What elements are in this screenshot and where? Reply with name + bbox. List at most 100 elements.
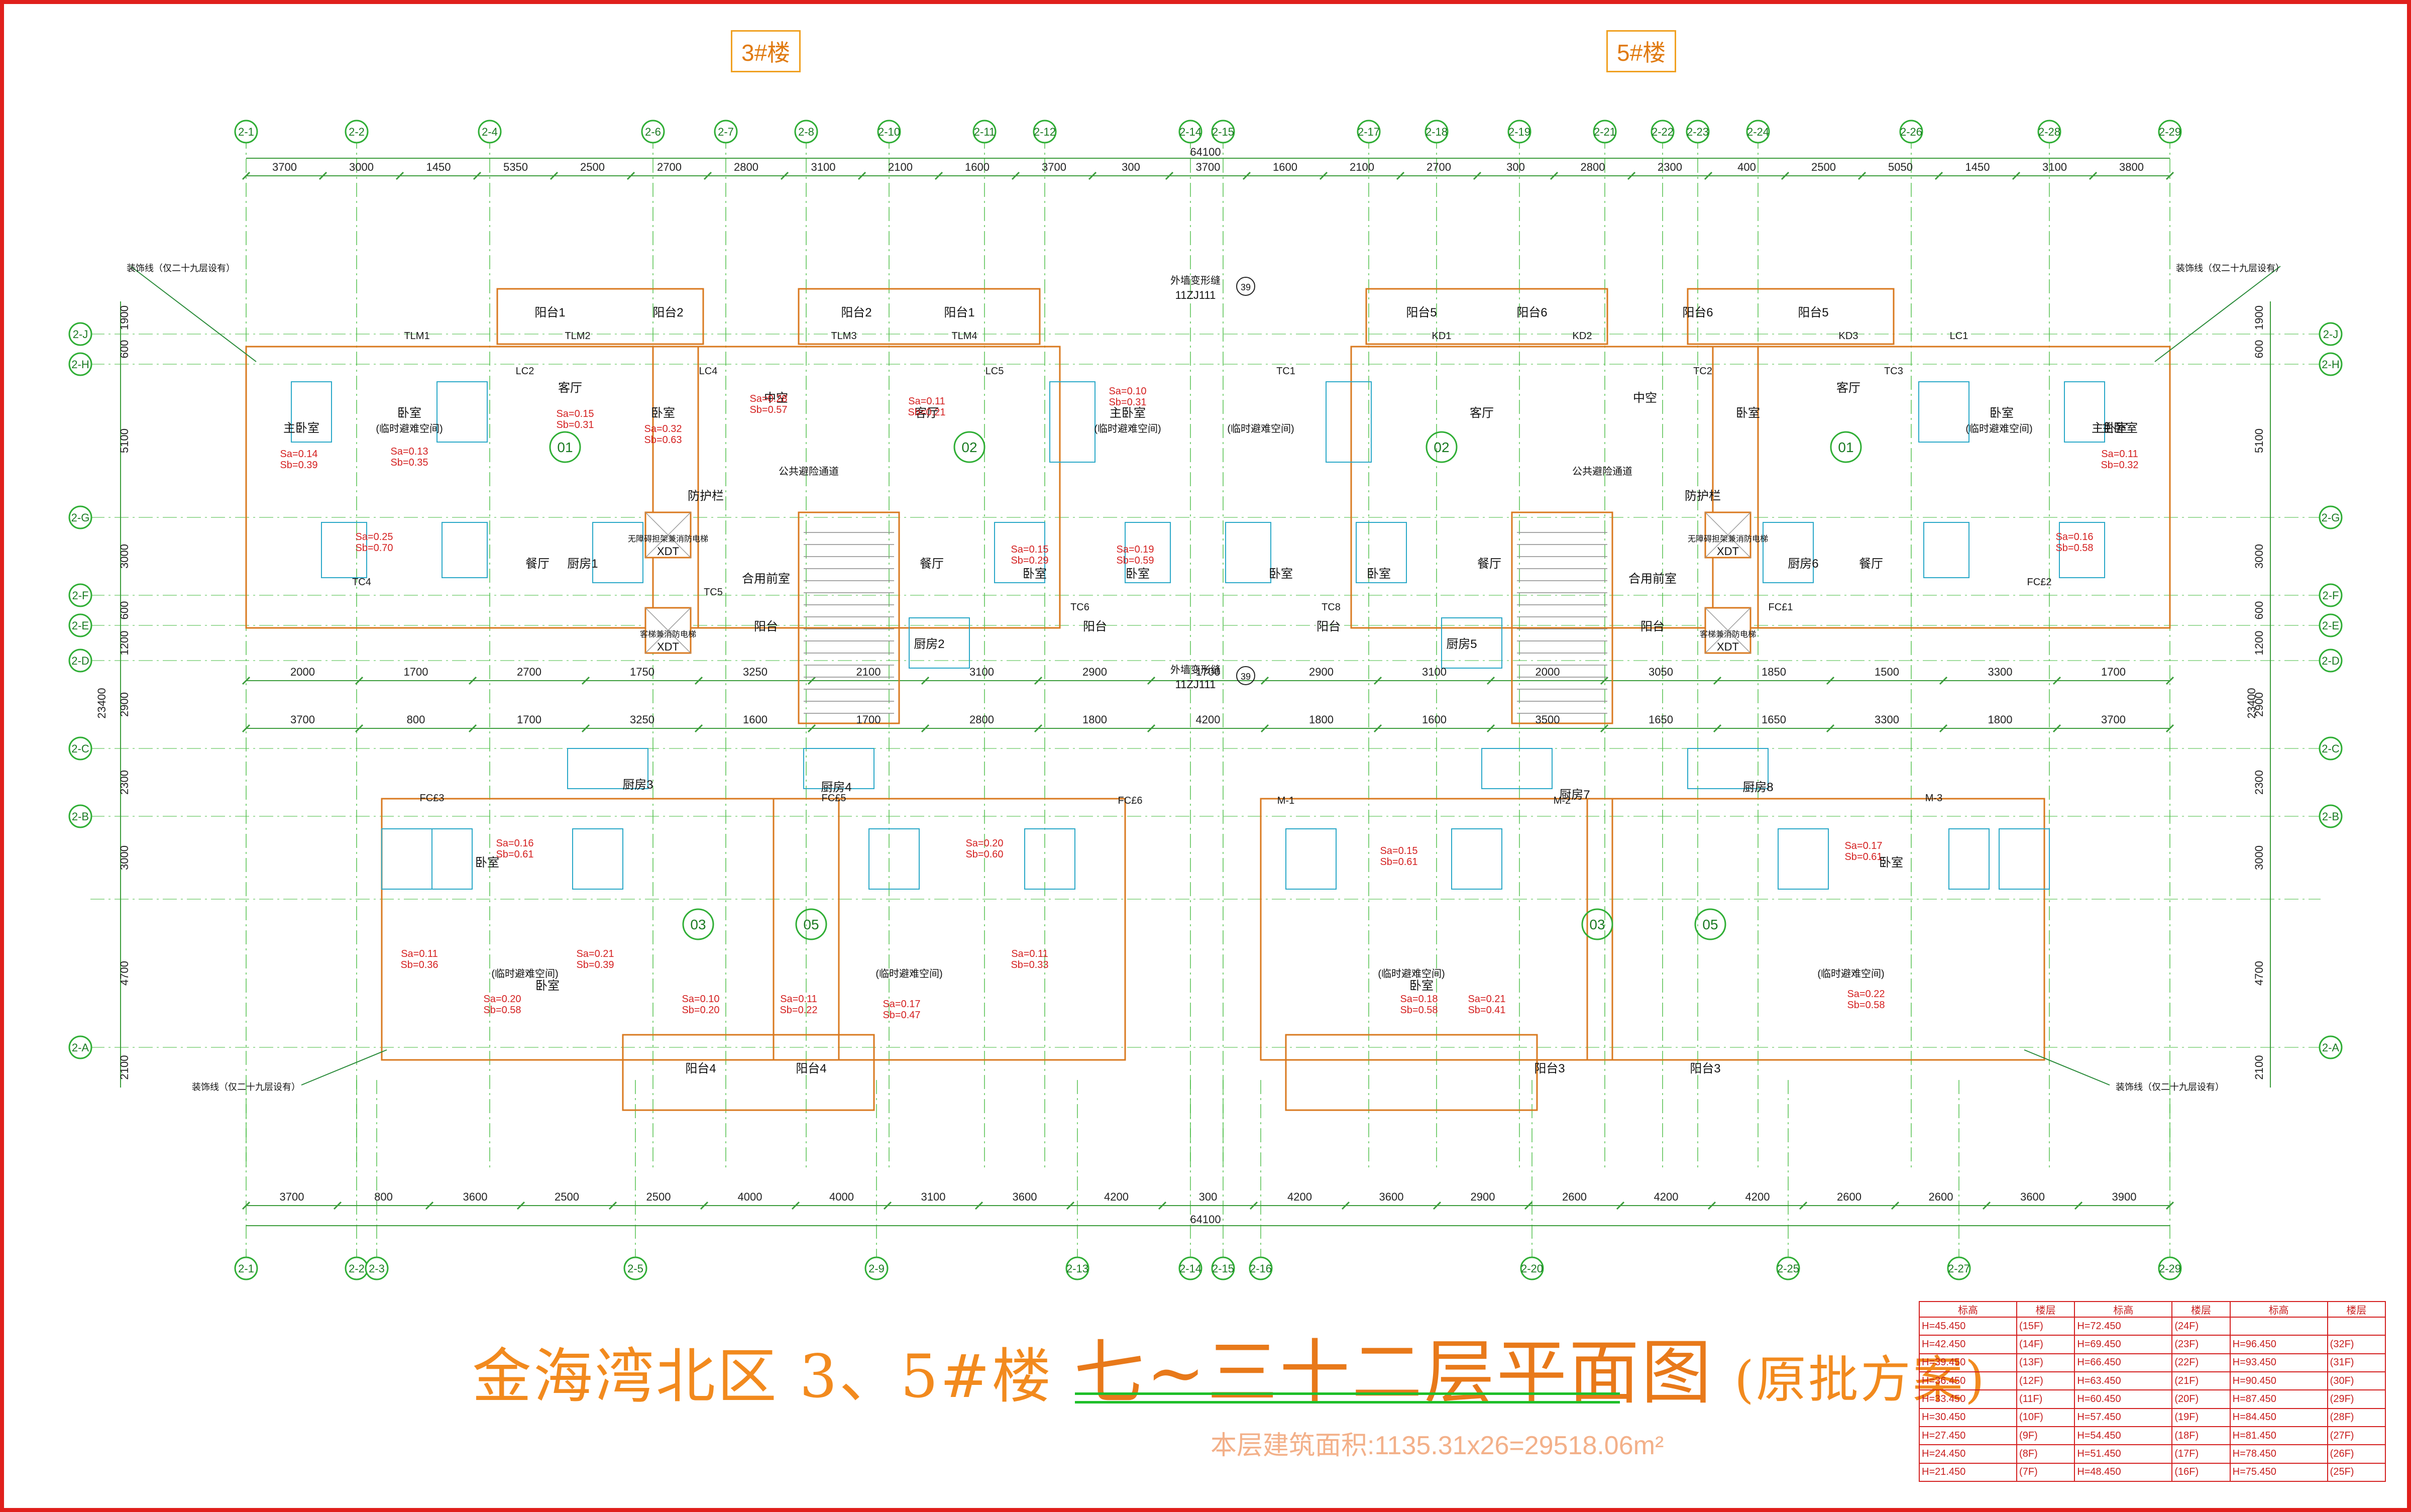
mid-dim-upper-tick xyxy=(2165,676,2174,685)
elevation-cell: H=57.450 xyxy=(2074,1408,2173,1427)
floor-area-note: 本层建筑面积:1135.31x26=29518.06m² xyxy=(1211,1431,1664,1460)
bottom-dim-tick xyxy=(1341,1201,1350,1210)
lift-cross xyxy=(1705,512,1751,558)
temp-refuge-label: (临时避难空间) xyxy=(1227,423,1294,435)
axis-label-top: 2-29 xyxy=(2159,126,2181,138)
mid-dim-upper-tick xyxy=(1826,676,1835,685)
unit-number: 02 xyxy=(1434,440,1449,455)
area-ratio-sa: Sa=0.25 xyxy=(355,531,393,543)
room-label: 厨房1 xyxy=(567,557,598,571)
axis-bubble-top xyxy=(972,120,997,144)
axis-label-side: 2-E xyxy=(2322,619,2339,632)
bottom-dim-text: 4200 xyxy=(1654,1191,1679,1203)
side-overall-dim: 23400 xyxy=(95,688,108,718)
unit-outline-upper xyxy=(1350,346,1759,629)
elevation-cell: (23F) xyxy=(2171,1335,2231,1354)
room-label: 卧室 xyxy=(1367,567,1391,581)
temp-refuge-label: (临时避难空间) xyxy=(1378,968,1445,980)
bottom-dim-text: 300 xyxy=(1199,1191,1218,1203)
balcony-label: 阳台2 xyxy=(652,306,683,319)
axis-bubble-top xyxy=(234,120,258,144)
axis-bubble-top xyxy=(2037,120,2061,144)
bottom-dim-tick xyxy=(2074,1201,2083,1210)
top-dim-text: 3700 xyxy=(1196,161,1221,173)
mid-dim-upper-tick xyxy=(694,676,703,685)
public-passage-label: 公共避险通道 xyxy=(779,466,839,477)
grid-lines xyxy=(90,135,2321,1266)
bathroom xyxy=(2064,381,2105,443)
top-dim-tick xyxy=(1550,171,1559,180)
room-label: 厨房8 xyxy=(1742,781,1773,794)
unit-outline-lower xyxy=(1260,798,1613,1061)
stair-core xyxy=(798,511,900,724)
elevation-cell: H=42.450 xyxy=(1918,1335,2018,1354)
axis-bubble-top xyxy=(1211,120,1235,144)
top-dim-text: 300 xyxy=(1506,161,1525,173)
element-tag: TC3 xyxy=(1884,366,1903,377)
room-label: 主卧室 xyxy=(2102,421,2138,435)
axis-bubble-top xyxy=(1033,120,1057,144)
top-dim-tick xyxy=(1857,171,1867,180)
deco-line-leader xyxy=(130,266,257,362)
unit-number-circle xyxy=(1694,908,1726,940)
unit-outline-lower xyxy=(381,798,840,1061)
axis-bubble-bottom xyxy=(234,1256,258,1280)
elevation-cell: H=48.450 xyxy=(2074,1462,2173,1482)
deco-line-note: 装饰线（仅二十九层设有） xyxy=(127,263,235,273)
axis-bubble-top xyxy=(1507,120,1531,144)
atlas-ref: 11ZJ111 xyxy=(1175,678,1216,691)
side-dim-text: 5100 xyxy=(2253,428,2265,453)
bathroom xyxy=(994,522,1045,583)
elevation-cell: H=27.450 xyxy=(1918,1426,2018,1446)
unit-number: 03 xyxy=(1589,917,1605,932)
elevation-row: H=33.450(11F)H=60.450(20F)H=87.450(29F) xyxy=(1918,1389,2386,1409)
room-label: 卧室 xyxy=(475,856,499,870)
area-ratio-sa: Sa=0.10 xyxy=(682,994,719,1005)
balcony-label: 阳台5 xyxy=(1798,306,1828,319)
bathroom xyxy=(1356,522,1407,583)
balcony-label: 阳台 xyxy=(754,620,778,633)
temp-refuge-label: (临时避难空间) xyxy=(491,968,558,980)
bottom-dim-text: 4200 xyxy=(1745,1191,1770,1203)
axis-label-side: 2-J xyxy=(2323,328,2339,341)
axis-label-top: 2-23 xyxy=(1687,126,1709,138)
balcony-label: 阳台 xyxy=(1317,620,1341,633)
axis-label-bottom: 2-13 xyxy=(1066,1262,1088,1275)
axis-bubble-top xyxy=(1593,120,1617,144)
element-tag: TLM2 xyxy=(565,331,590,342)
bathroom xyxy=(442,522,488,578)
axis-label-side: 2-D xyxy=(71,655,89,667)
element-tag: TLM3 xyxy=(831,331,856,342)
top-dim-tick xyxy=(550,171,559,180)
top-dim-tick xyxy=(318,171,327,180)
axis-label-side: 2-H xyxy=(71,358,89,371)
element-tag: FC£3 xyxy=(420,793,445,804)
top-dim-tick xyxy=(703,171,712,180)
room-label: 卧室 xyxy=(1879,856,1903,870)
side-dim-text: 2100 xyxy=(2253,1055,2265,1080)
deco-line-leader xyxy=(301,1049,387,1086)
area-ratio-sb: Sb=0.61 xyxy=(1844,851,1882,862)
elevation-cell: (28F) xyxy=(2327,1408,2386,1427)
bottom-dim-text: 4000 xyxy=(738,1191,762,1203)
stair-core xyxy=(1511,511,1613,724)
balcony-label: 阳台3 xyxy=(1690,1062,1720,1075)
bottom-dim-text: 2600 xyxy=(1929,1191,1953,1203)
room-label: 卧室 xyxy=(1409,979,1434,993)
elevation-cell: H=96.450 xyxy=(2229,1335,2328,1354)
area-ratio-sb: Sb=0.70 xyxy=(355,543,393,554)
balcony-outline-bottom xyxy=(622,1034,875,1111)
axis-bubble-top xyxy=(794,120,818,144)
element-tag: FC£2 xyxy=(2027,577,2052,588)
room-label: 主卧室 xyxy=(2092,421,2128,435)
mid-dim-upper-text: 3250 xyxy=(743,666,768,678)
top-dim-tick xyxy=(1627,171,1636,180)
elevation-row: H=24.450(8F)H=51.450(17F)H=78.450(26F) xyxy=(1918,1444,2386,1464)
area-ratio-sa: Sa=0.20 xyxy=(483,994,521,1005)
unit-number-circle xyxy=(682,908,714,940)
axis-bubble-top xyxy=(1899,120,1923,144)
bottom-dim-tick xyxy=(1891,1201,1900,1210)
element-tag: TC8 xyxy=(1322,602,1341,613)
bottom-dim-text: 2500 xyxy=(646,1191,671,1203)
axis-label-top: 2-19 xyxy=(1508,126,1530,138)
